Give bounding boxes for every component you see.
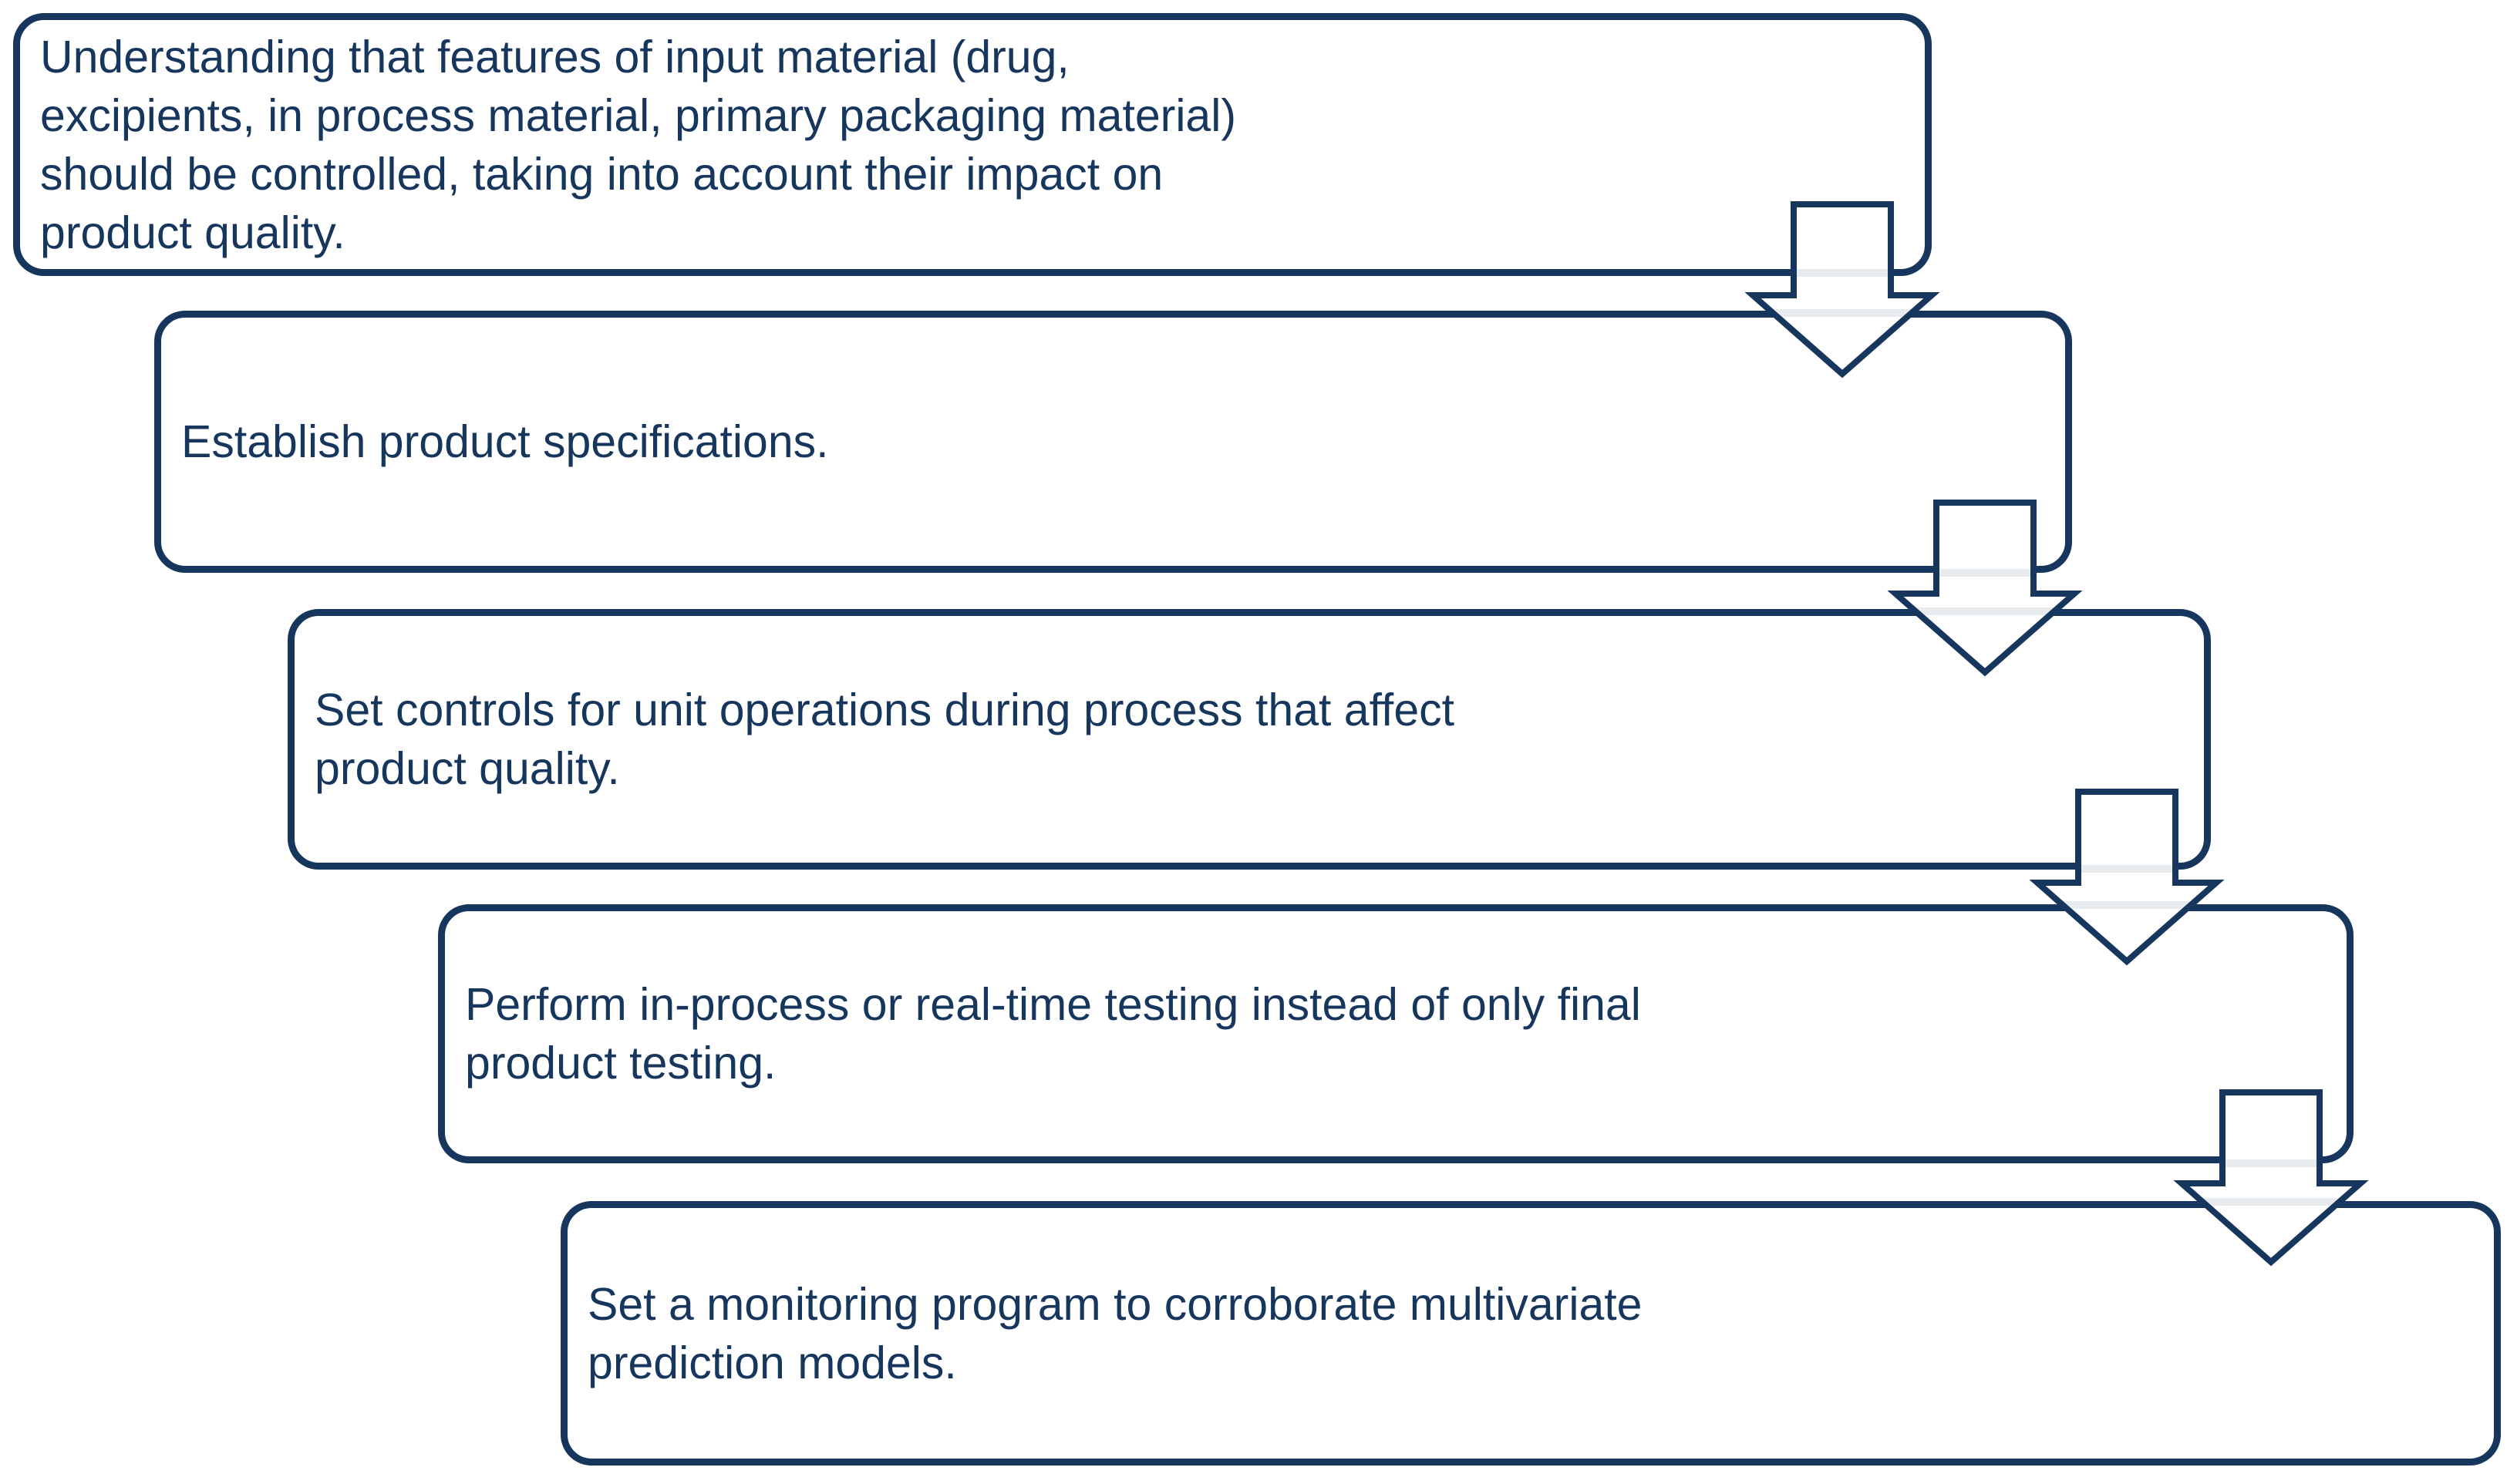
flow-step-5-text-line: Set a monitoring program to corroborate …: [588, 1278, 1643, 1330]
flow-step-3-box: Set controls for unit operations during …: [288, 609, 2211, 870]
down-arrow-icon: [2173, 1089, 2369, 1267]
flow-step-1-text-line: should be controlled, taking into accoun…: [40, 148, 1164, 200]
flow-step-2-text-line: Establish product specifications.: [181, 416, 829, 467]
flow-step-3-text-line: Set controls for unit operations during …: [315, 685, 1455, 735]
flow-step-4-text-line: Perform in-process or real-time testing …: [465, 979, 1641, 1030]
down-arrow-icon: [2029, 789, 2225, 966]
flow-step-4-text-line: product testing.: [465, 1038, 777, 1089]
flow-step-2-box: Establish product specifications.: [154, 311, 2072, 573]
flow-step-1-text-line: product quality.: [40, 207, 345, 258]
flow-step-1-text-line: excipients, in process material, primary…: [40, 89, 1236, 141]
flow-step-1-box: Understanding that features of input mat…: [13, 13, 1932, 276]
flow-step-5-box: Set a monitoring program to corroborate …: [561, 1201, 2501, 1465]
flow-step-3-text-line: product quality.: [315, 743, 620, 794]
down-arrow-icon: [1887, 500, 2083, 677]
flow-step-5-text-line: prediction models.: [588, 1337, 957, 1388]
flow-step-1-text-line: Understanding that features of input mat…: [40, 31, 1070, 82]
down-arrow-icon: [1744, 201, 1940, 379]
flow-step-4-box: Perform in-process or real-time testing …: [438, 904, 2354, 1163]
